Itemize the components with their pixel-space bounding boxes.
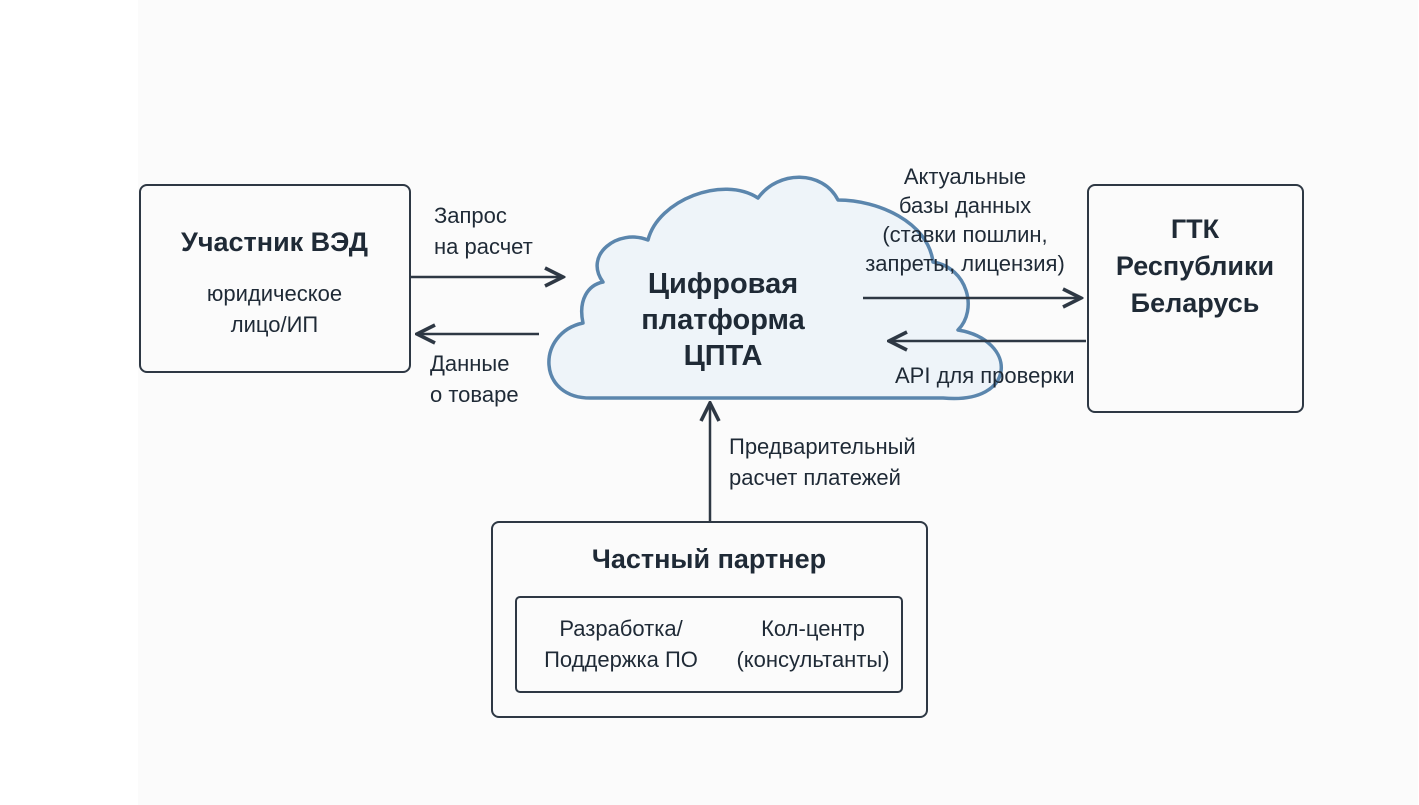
platform-title: Цифровая платформа ЦПТА <box>641 268 805 372</box>
participant-subtitle: юридическое лицо/ИП <box>206 281 343 337</box>
label-api: API для проверки <box>895 363 1075 388</box>
partner-inner-box <box>515 596 903 693</box>
partner-title: Частный партнер <box>591 544 827 574</box>
label-databases: Актуальные базы данных (ставки пошлин, з… <box>865 164 1065 276</box>
label-request: Запрос на расчет <box>434 203 533 259</box>
gtk-title: ГТК Республики Беларусь <box>1115 214 1275 318</box>
diagram-canvas: Участник ВЭД юридическое лицо/ИП Цифрова… <box>138 0 1418 805</box>
partner-development: Разработка/ Поддержка ПО <box>544 616 698 672</box>
partner-callcenter: Кол-центр (консультанты) <box>736 616 890 672</box>
diagram-svg <box>411 175 1086 668</box>
label-product-data: Данные о товаре <box>430 351 519 407</box>
gtk-box: ГТК Республики Беларусь <box>1087 184 1304 413</box>
participant-box: Участник ВЭД юридическое лицо/ИП <box>139 184 411 373</box>
partner-box: Частный партнер <box>491 521 928 718</box>
participant-title: Участник ВЭД <box>181 227 368 257</box>
label-preliminary: Предварительный расчет платежей <box>729 434 916 490</box>
